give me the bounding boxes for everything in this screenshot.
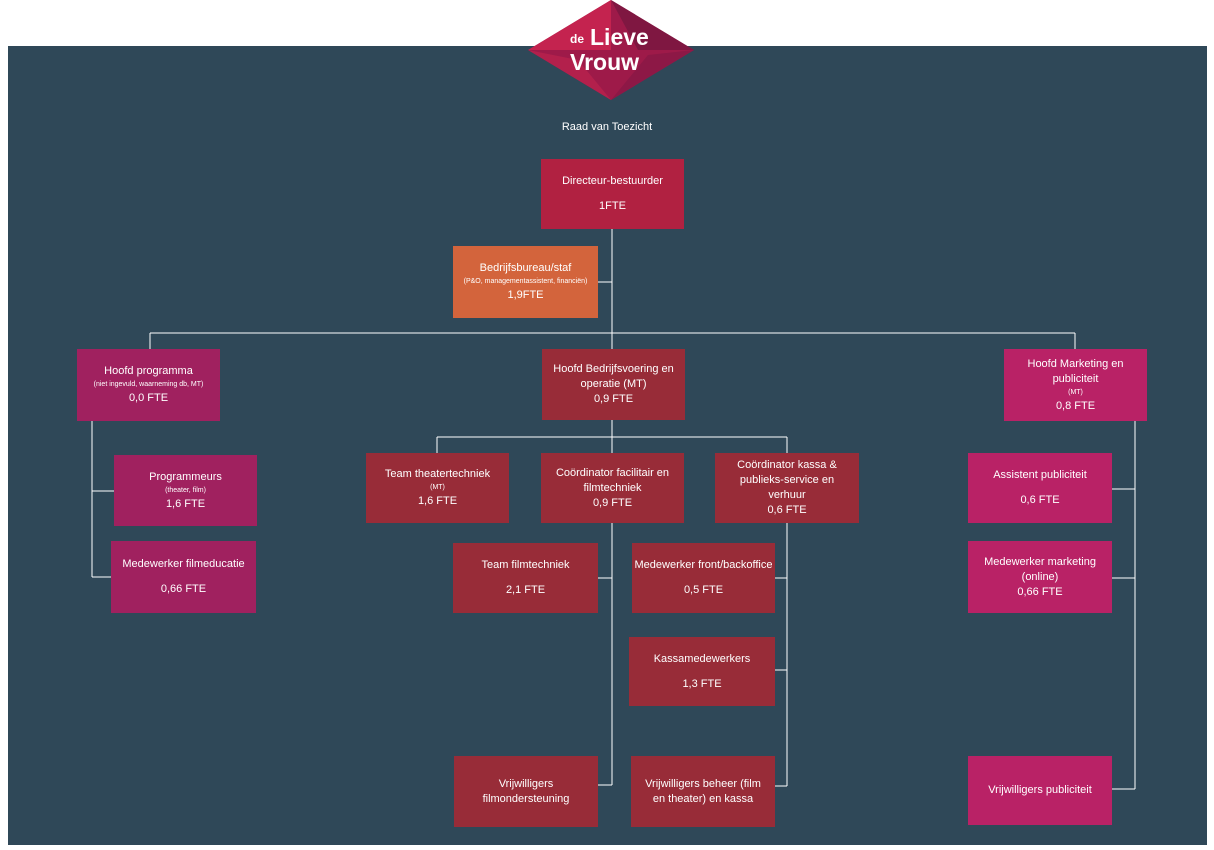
hoofd-bedrijf-fte: 0,9 FTE — [593, 393, 634, 405]
kassamedewerkers-fte: 1,3 FTE — [682, 677, 722, 690]
vrijwilligers-beheer-box: Vrijwilligers beheer (film en theater) e… — [631, 756, 775, 827]
hoofd-marketing-box: Hoofd Marketing en publiciteit (MT) 0,8 … — [1004, 349, 1147, 421]
hoofd-programma-fte: 0,0 FTE — [128, 392, 169, 404]
raad-van-toezicht: Raad van Toezicht — [561, 121, 653, 133]
hoofd-programma-box: Hoofd programma (niet ingevuld, waarnemi… — [77, 349, 220, 421]
svg-text:de: de — [570, 32, 584, 46]
kassamedewerkers-box: Kassamedewerkers 1,3 FTE — [629, 637, 775, 706]
kassa-coordinator-fte: 0,6 FTE — [767, 504, 807, 516]
vrijwilligers-film-box: Vrijwilligers filmondersteuning — [454, 756, 598, 827]
theatertechniek-title: Team theatertechniek — [384, 468, 491, 480]
kassa-coordinator-title: Coördinator kassa & publieks-service en … — [737, 459, 837, 501]
filmeducatie-title: Medewerker filmeducatie — [122, 558, 245, 570]
vrijwilligers-film-title: Vrijwilligers filmondersteuning — [482, 777, 570, 805]
assistent-publiciteit-title: Assistent publiciteit — [993, 469, 1087, 481]
medewerker-marketing-title: Medewerker marketing (online) — [984, 555, 1096, 583]
programmeurs-box: Programmeurs (theater, film) 1,6 FTE — [114, 455, 257, 526]
medewerker-marketing-fte: 0,66 FTE — [1017, 585, 1063, 598]
staff-sub: (P&O, managementassistent, financiën) — [463, 278, 588, 285]
programmeurs-fte: 1,6 FTE — [165, 497, 206, 510]
assistent-publiciteit-fte: 0,6 FTE — [1020, 494, 1060, 506]
vrijwilligers-publiciteit-title: Vrijwilligers publiciteit — [988, 784, 1092, 796]
assistent-publiciteit-box: Assistent publiciteit 0,6 FTE — [968, 453, 1112, 523]
theatertechniek-box: Team theatertechniek (MT) 1,6 FTE — [366, 453, 509, 523]
theatertechniek-sub: (MT) — [430, 484, 445, 491]
vrijwilligers-publiciteit-box: Vrijwilligers publiciteit — [968, 756, 1112, 825]
director-fte: 1FTE — [599, 200, 626, 212]
hoofd-programma-title: Hoofd programma — [104, 365, 193, 377]
filmeducatie-box: Medewerker filmeducatie 0,66 FTE — [111, 541, 256, 613]
theatertechniek-fte: 1,6 FTE — [417, 495, 458, 507]
filmeducatie-fte: 0,66 FTE — [160, 583, 207, 595]
hoofd-bedrijf-box: Hoofd Bedrijfsvoering en operatie (MT) 0… — [542, 349, 685, 420]
kassamedewerkers-title: Kassamedewerkers — [653, 652, 751, 665]
hoofd-marketing-sub: (MT) — [1068, 388, 1083, 396]
staff-box: Bedrijfsbureau/staf (P&O, managementassi… — [453, 246, 598, 318]
facilitair-box: Coördinator facilitair en filmtechniek 0… — [541, 453, 684, 523]
medewerker-marketing-box: Medewerker marketing (online) 0,66 FTE — [968, 541, 1112, 613]
frontbackoffice-box: Medewerker front/backoffice 0,5 FTE — [632, 543, 775, 613]
svg-text:Lieve: Lieve — [590, 24, 649, 50]
director-title: Directeur-bestuurder — [562, 175, 663, 187]
programmeurs-sub: (theater, film) — [165, 486, 206, 494]
director-box: Directeur-bestuurder 1FTE — [541, 159, 684, 229]
filmtechniek-title: Team filmtechniek — [481, 559, 570, 571]
de-lieve-vrouw-logo: de Lieve Vrouw — [528, 0, 694, 100]
hoofd-marketing-title: Hoofd Marketing en publiciteit — [1027, 357, 1124, 385]
filmtechniek-fte: 2,1 FTE — [505, 584, 546, 596]
hoofd-programma-sub: (niet ingevuld, waarneming db, MT) — [93, 381, 204, 388]
frontbackoffice-title: Medewerker front/backoffice — [634, 559, 773, 571]
facilitair-title: Coördinator facilitair en filmtechniek — [555, 466, 670, 494]
frontbackoffice-fte: 0,5 FTE — [683, 584, 724, 596]
vrijwilligers-beheer-title: Vrijwilligers beheer (film en theater) e… — [645, 777, 761, 805]
kassa-coordinator-box: Coördinator kassa & publieks-service en … — [715, 453, 859, 523]
facilitair-fte: 0,9 FTE — [592, 496, 633, 509]
programmeurs-title: Programmeurs — [149, 470, 222, 483]
svg-text:Vrouw: Vrouw — [570, 49, 639, 75]
staff-title: Bedrijfsbureau/staf — [479, 262, 572, 274]
hoofd-marketing-fte: 0,8 FTE — [1055, 399, 1096, 412]
staff-fte: 1,9FTE — [507, 289, 544, 301]
hoofd-bedrijf-title: Hoofd Bedrijfsvoering en operatie (MT) — [553, 363, 674, 390]
filmtechniek-box: Team filmtechniek 2,1 FTE — [453, 543, 598, 613]
